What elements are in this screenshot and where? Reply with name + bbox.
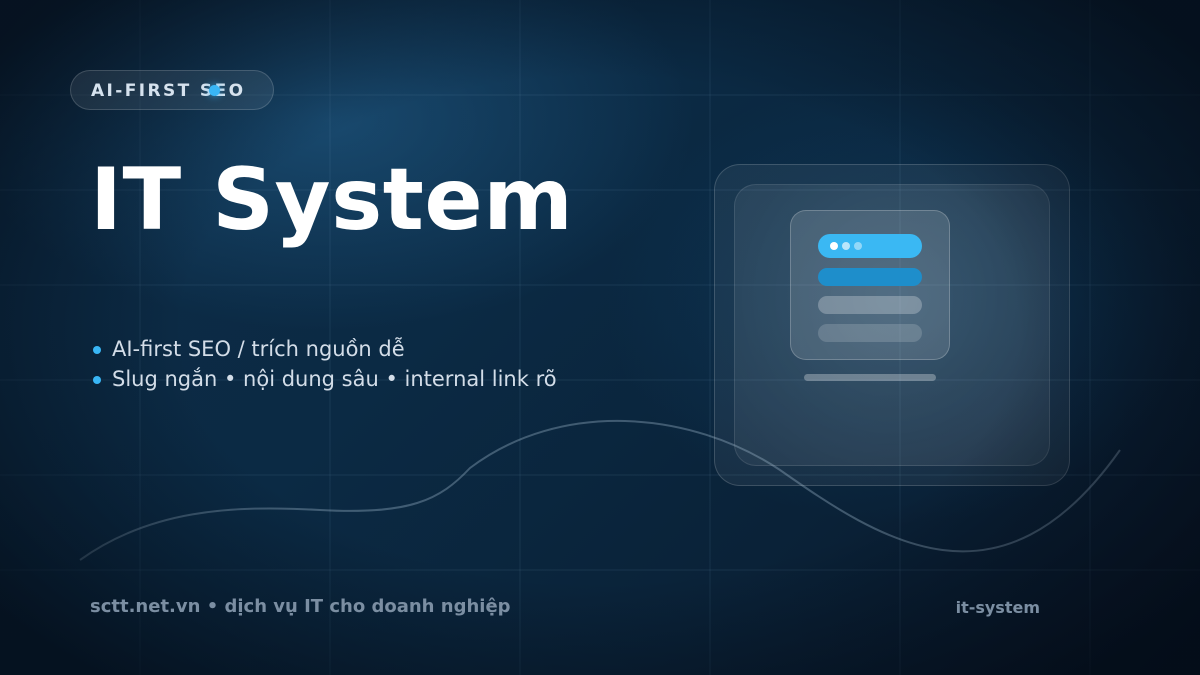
- window-shadow-bar: [804, 374, 936, 381]
- footer-site-text: sctt.net.vn • dịch vụ IT cho doanh nghiệ…: [90, 596, 511, 617]
- category-badge: AI-FIRST SEO: [70, 70, 274, 110]
- window-content-bar: [818, 268, 922, 286]
- list-item-text: Slug ngắn • nội dung sâu • internal link…: [112, 367, 557, 391]
- bullet-dot-icon: [93, 376, 101, 384]
- list-item-text: AI-first SEO / trích nguồn dễ: [112, 337, 405, 361]
- window-dot-icon: [854, 242, 862, 250]
- feature-list: AI-first SEO / trích nguồn dễ Slug ngắn …: [92, 334, 557, 394]
- page-title: IT System: [90, 150, 574, 250]
- badge-dot-icon: [209, 85, 220, 96]
- window-content-bar: [818, 296, 922, 314]
- window-dot-icon: [830, 242, 838, 250]
- badge-label: AI-FIRST SEO: [91, 81, 246, 101]
- window-dot-icon: [842, 242, 850, 250]
- bullet-dot-icon: [93, 346, 101, 354]
- window-content-bar: [818, 324, 922, 342]
- list-item: AI-first SEO / trích nguồn dễ: [92, 334, 557, 364]
- list-item: Slug ngắn • nội dung sâu • internal link…: [92, 364, 557, 394]
- footer-slug-text: it-system: [955, 598, 1040, 617]
